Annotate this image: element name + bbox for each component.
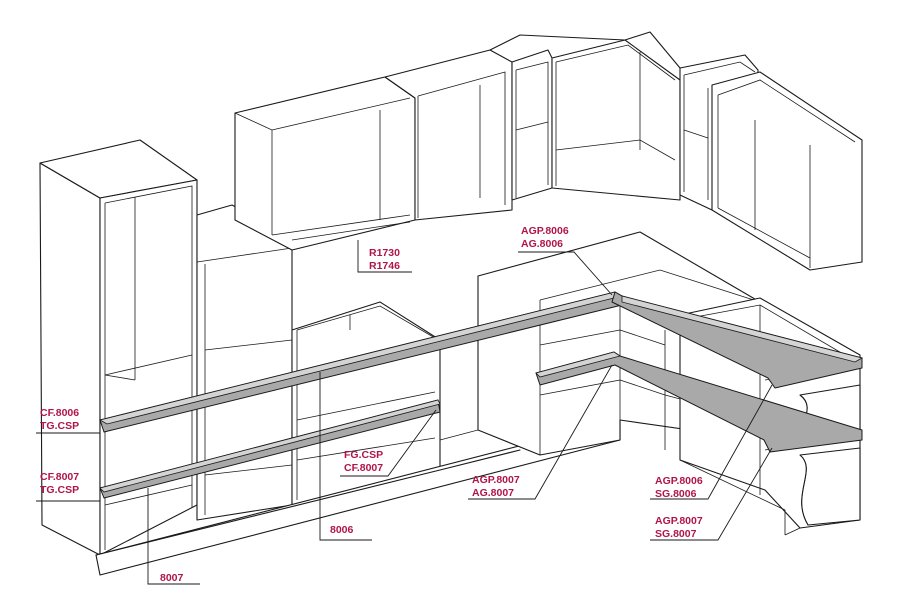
label-8007: 8007 <box>160 572 184 584</box>
label-ag8006: AG.8006 <box>521 238 563 250</box>
label-cf8006: CF.8006 <box>40 407 79 419</box>
label-agp8007: AGP.8007 <box>472 474 520 486</box>
label-r1746: R1746 <box>369 260 400 272</box>
callout-labels: R1730 R1746 AGP.8006 AG.8006 CF.8006 TG.… <box>40 225 703 584</box>
label-cf8007-mid: CF.8007 <box>344 462 383 474</box>
label-agp8006-right: AGP.8006 <box>655 475 703 487</box>
label-agp8006-top: AGP.8006 <box>521 225 569 237</box>
label-ag8007: AG.8007 <box>472 487 514 499</box>
label-r1730: R1730 <box>369 247 400 259</box>
label-fgcsp: FG.CSP <box>344 449 383 461</box>
label-sg8006: SG.8006 <box>655 488 697 500</box>
label-cf8007: CF.8007 <box>40 471 79 483</box>
rail-lower <box>99 351 863 499</box>
middle-tall-cabinet <box>196 204 293 521</box>
label-tgcsp-2: TG.CSP <box>40 484 79 496</box>
label-sg8007: SG.8007 <box>655 528 697 540</box>
rail-upper <box>98 291 864 433</box>
label-8006: 8006 <box>330 524 354 536</box>
label-agp8007-right: AGP.8007 <box>655 515 703 527</box>
wall-cabinets <box>234 31 863 271</box>
label-tgcsp-1: TG.CSP <box>40 420 79 432</box>
leader-lines <box>36 240 773 585</box>
